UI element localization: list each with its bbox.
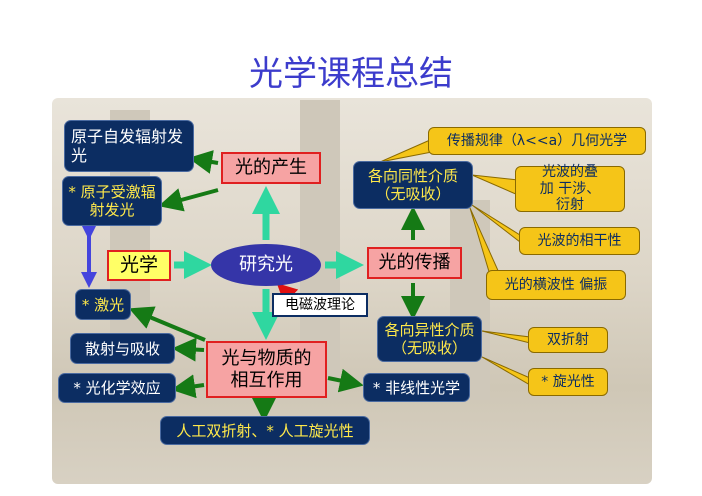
node-anisotropic-medium: 各向异性介质（无吸收） bbox=[377, 316, 482, 362]
node-optics: 光学 bbox=[107, 250, 171, 281]
node-nonlinear-optics: * 非线性光学 bbox=[363, 373, 470, 402]
slide-title: 光学课程总结 bbox=[249, 54, 453, 94]
callout-transverse-polarization: 光的横波性 偏振 bbox=[486, 270, 626, 300]
node-light-matter-interaction: 光与物质的相互作用 bbox=[206, 341, 327, 398]
node-laser: * 激光 bbox=[75, 289, 131, 320]
node-stimulated-emission: * 原子受激辐射发光 bbox=[62, 176, 162, 226]
callout-birefringence: 双折射 bbox=[528, 327, 608, 353]
node-spontaneous-emission: 原子自发辐射发光 bbox=[64, 120, 194, 172]
node-photochemical-effect: * 光化学效应 bbox=[58, 373, 176, 403]
node-light-generation: 光的产生 bbox=[221, 152, 321, 184]
callout-optical-rotation: * 旋光性 bbox=[528, 368, 608, 396]
callout-superposition: 光波的叠加 干涉、衍射 bbox=[515, 164, 625, 213]
node-artificial-birefringence: 人工双折射、* 人工旋光性 bbox=[160, 416, 370, 445]
node-em-theory: 电磁波理论 bbox=[272, 293, 368, 317]
callout-coherence: 光波的相干性 bbox=[519, 227, 640, 255]
node-isotropic-medium: 各向同性介质（无吸收） bbox=[353, 161, 473, 209]
node-propagation: 光的传播 bbox=[367, 247, 462, 279]
callout-geometric-optics: 传播规律（λ<<a）几何光学 bbox=[428, 127, 646, 155]
node-study-light: 研究光 bbox=[211, 244, 321, 286]
background-pillar bbox=[450, 200, 490, 400]
node-scatter-absorption: 散射与吸收 bbox=[70, 333, 175, 364]
